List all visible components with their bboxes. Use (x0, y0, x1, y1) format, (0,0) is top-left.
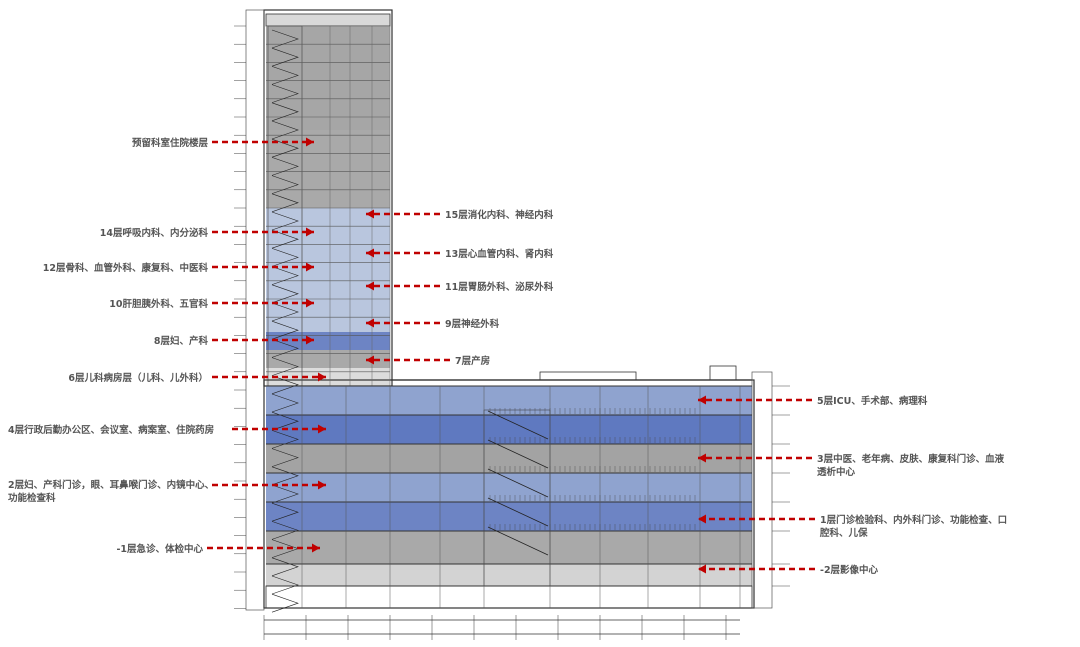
arrow-floor-8 (212, 335, 314, 345)
label-floor-b1: -1层急诊、体检中心 (116, 543, 203, 555)
label-floor-1-line-1: 1层门诊检验科、内外科门诊、功能检查、口 (820, 514, 1007, 526)
label-floor-3-line-1: 3层中医、老年病、皮肤、康复科门诊、血液 (817, 453, 1005, 465)
structure-lines (234, 25, 790, 640)
arrow-floor-5 (698, 395, 812, 405)
label-floor-10: 10肝胆胰外科、五官科 (109, 298, 208, 310)
arrow-floor-9 (366, 318, 440, 328)
callout-arrows (207, 137, 815, 574)
arrow-floor-12 (212, 262, 314, 272)
label-floor-8: 8层妇、产科 (154, 335, 209, 347)
arrow-floor-13 (366, 248, 440, 258)
label-floor-2-line-2: 功能检查科 (8, 492, 56, 504)
label-floor-1-line-2: 腔科、儿保 (819, 527, 868, 539)
label-floor-2-line-1: 2层妇、产科门诊，眼、耳鼻喉门诊、内镜中心、 (8, 479, 214, 491)
label-floor-7: 7层产房 (455, 355, 490, 367)
arrow-floor-b1 (207, 543, 320, 553)
arrow-floor-1 (698, 514, 815, 524)
arrow-floor-10 (212, 298, 314, 308)
arrow-floor-2 (212, 480, 326, 490)
arrow-floor-6 (212, 372, 326, 382)
label-floor-12: 12层骨科、血管外科、康复科、中医科 (43, 262, 209, 274)
arrow-floor-15 (366, 209, 440, 219)
label-floor-11: 11层胃肠外科、泌尿外科 (445, 281, 554, 293)
arrow-reserved-ward-floors (212, 137, 314, 147)
label-floor-9: 9层神经外科 (445, 318, 500, 330)
label-floor-6: 6层儿科病房层（儿科、儿外科） (68, 372, 208, 384)
label-floor-15: 15层消化内科、神经内科 (445, 209, 554, 221)
label-floor-3-line-2: 透析中心 (817, 466, 856, 478)
arrow-floor-4 (232, 424, 326, 434)
label-reserved-ward-floors: 预留科室住院楼层 (132, 137, 209, 149)
arrow-floor-7 (366, 355, 450, 365)
label-floor-4: 4层行政后勤办公区、会议室、病案室、住院药房 (8, 424, 214, 436)
arrow-floor-b2 (698, 564, 815, 574)
label-floor-5: 5层ICU、手术部、病理科 (817, 395, 928, 407)
arrow-floor-11 (366, 281, 440, 291)
dimension-lines (264, 619, 740, 635)
podium-section (263, 365, 773, 609)
arrow-floor-3 (698, 453, 812, 463)
tower-section (245, 9, 393, 611)
label-floor-13: 13层心血管内科、肾内科 (445, 248, 554, 260)
label-floor-14: 14层呼吸内科、内分泌科 (100, 227, 209, 239)
arrow-floor-14 (212, 227, 314, 237)
label-floor-b2: -2层影像中心 (820, 564, 879, 576)
